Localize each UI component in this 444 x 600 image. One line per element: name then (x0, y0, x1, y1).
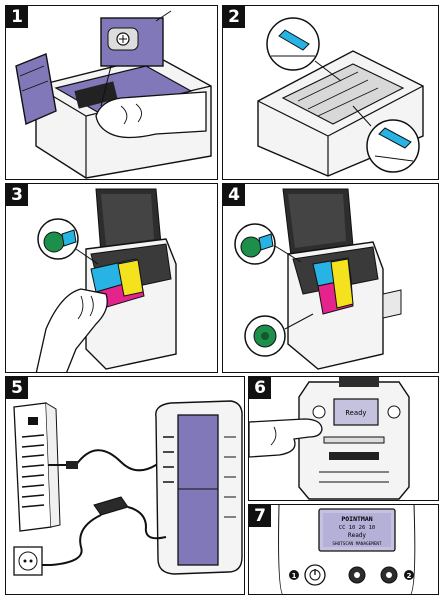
control-panel-closeup: POINTMAN CC 10 26 10 Ready SHOTSCAN MANA… (278, 505, 416, 594)
latch-callout-bottom (366, 119, 420, 173)
lcd-status-text: Ready (345, 409, 366, 417)
step-1-panel: 1 (5, 5, 218, 180)
press-power-button-illustration: Ready (249, 377, 410, 500)
step-2-panel: 2 (222, 5, 439, 180)
front-lcd (333, 398, 379, 426)
printer-back (155, 400, 243, 575)
printer-lid (15, 53, 57, 125)
lcd-line-4: SHOTSCAN MANAGEMENT (332, 541, 382, 547)
lcd-brand: POINTMAN (341, 515, 372, 523)
step-3-panel: 3 (5, 183, 218, 373)
usb-cable (48, 449, 171, 472)
connect-cables-illustration (13, 400, 243, 576)
printer-open-lid-illustration (15, 10, 212, 179)
step-7-panel: 7 POINTMAN CC 10 26 10 Ready SHOTSCAN MA… (248, 504, 439, 595)
lcd-line-3: Ready (348, 532, 366, 539)
step-6-panel: 6 Ready (248, 376, 439, 501)
ribbon-cartridge (90, 258, 145, 310)
step-number: 2 (223, 6, 245, 28)
step-number: 4 (223, 184, 245, 206)
hand-pressing-button (95, 91, 207, 139)
lcd-line-2: CC 10 26 10 (339, 525, 375, 531)
step-number: 7 (249, 505, 271, 527)
right-marker-number: 2 (407, 572, 412, 580)
ribbon-installed-illustration (234, 188, 402, 370)
insert-ribbon-illustration (35, 188, 177, 372)
step-number: 6 (249, 377, 271, 399)
wall-outlet (13, 546, 43, 576)
step-number: 5 (6, 377, 28, 399)
hand-inserting-ribbon (35, 288, 108, 372)
step-5-panel: 5 (5, 376, 245, 595)
step-4-panel: 4 (222, 183, 439, 373)
finger-pressing-button (249, 418, 323, 458)
power-adapter (50, 496, 167, 566)
step-number: 1 (6, 6, 28, 28)
installed-ribbon (312, 257, 354, 315)
printer-release-latches-illustration (257, 17, 424, 177)
computer-tower (13, 402, 61, 532)
step-number: 3 (6, 184, 28, 206)
left-marker-number: 1 (292, 572, 297, 580)
